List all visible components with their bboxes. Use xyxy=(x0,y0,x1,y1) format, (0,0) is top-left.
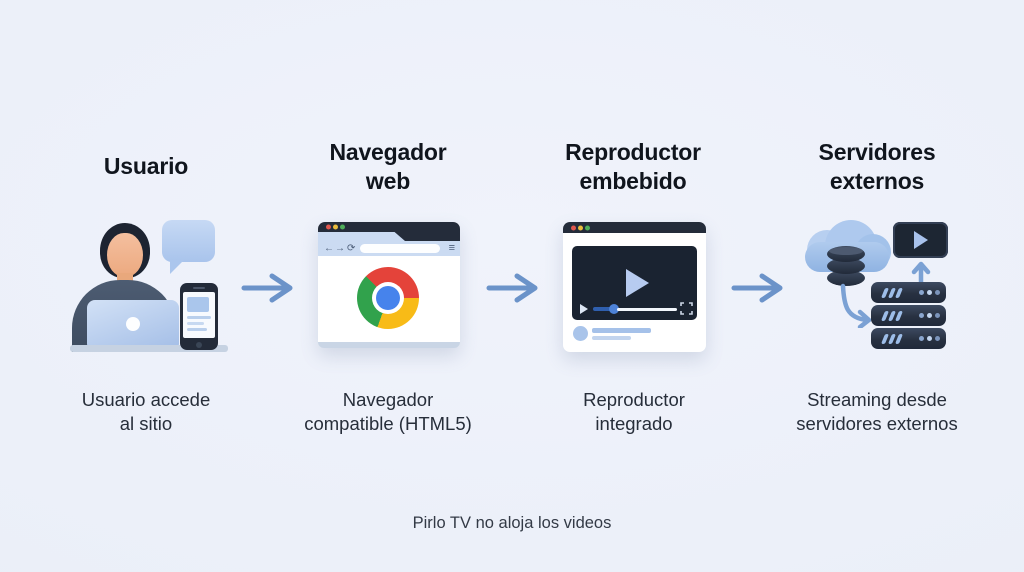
server-led xyxy=(919,290,924,295)
browser-window: ← → ⟳ ≡ xyxy=(318,222,460,348)
database-icon xyxy=(827,246,865,288)
caption-usuario: Usuario accede al sitio xyxy=(23,388,269,436)
server-led xyxy=(935,313,940,318)
caption-reproductor: Reproductor integrado xyxy=(511,388,757,436)
reload-icon: ⟳ xyxy=(347,243,356,254)
flow-arrow-icon xyxy=(486,273,538,303)
server-led xyxy=(919,313,924,318)
title-line: Usuario xyxy=(103,153,189,179)
video-player-window xyxy=(563,222,706,352)
desk-surface xyxy=(70,345,228,352)
progress-bar-knob xyxy=(609,304,619,314)
menu-icon: ≡ xyxy=(448,242,455,254)
server-led xyxy=(935,336,940,341)
chat-bubble-icon xyxy=(162,220,215,262)
database-disc xyxy=(827,258,865,274)
user-neck xyxy=(117,273,133,283)
title-line: web xyxy=(365,168,411,194)
forward-icon: → xyxy=(335,243,345,254)
laptop-icon xyxy=(87,300,179,347)
phone-home-button xyxy=(196,342,202,348)
play-icon xyxy=(626,269,649,297)
server-unit-icon xyxy=(871,282,946,303)
phone-speaker xyxy=(193,287,205,289)
caption-line: Reproductor xyxy=(583,389,685,410)
smartphone-icon xyxy=(180,283,218,350)
caption-line: compatible (HTML5) xyxy=(304,413,472,434)
phone-text-line xyxy=(187,316,211,319)
video-tile-icon xyxy=(893,222,948,258)
phone-text-line xyxy=(187,322,204,325)
browser-tab-strip xyxy=(318,232,460,241)
browser-status-strip xyxy=(318,342,460,348)
arrow-up-icon xyxy=(911,261,931,284)
play-control-icon xyxy=(580,304,588,314)
column-title-navegador-web: Navegador web xyxy=(273,138,503,196)
server-vent-slash xyxy=(894,333,904,344)
traffic-light-green-icon xyxy=(340,224,345,230)
server-led xyxy=(927,290,932,295)
traffic-light-green-icon xyxy=(585,225,590,230)
chat-bubble-tail xyxy=(170,260,184,274)
fullscreen-icon xyxy=(680,302,693,315)
browser-nav-bar: ← → ⟳ ≡ xyxy=(318,241,460,256)
server-vent-slash xyxy=(894,287,904,298)
traffic-light-red-icon xyxy=(326,224,331,230)
browser-title-bar xyxy=(318,222,460,232)
title-line: Servidores xyxy=(818,139,936,165)
video-subtitle-placeholder-line xyxy=(592,336,631,340)
progress-bar-track xyxy=(617,307,677,311)
traffic-light-yellow-icon xyxy=(578,225,583,230)
caption-servidores: Streaming desde servidores externos xyxy=(754,388,1000,436)
user-at-laptop-illustration xyxy=(70,218,230,354)
browser-content-area xyxy=(318,256,460,342)
traffic-light-red-icon xyxy=(571,225,576,230)
traffic-light-yellow-icon xyxy=(333,224,338,230)
caption-line: Usuario accede xyxy=(81,389,211,410)
address-bar xyxy=(360,244,440,253)
database-top-cap xyxy=(829,247,863,255)
server-unit-icon xyxy=(871,305,946,326)
title-line: Navegador xyxy=(329,139,447,165)
chrome-logo-icon xyxy=(357,267,419,329)
caption-navegador: Navegador compatible (HTML5) xyxy=(265,388,511,436)
phone-text-line xyxy=(187,328,207,331)
footer-disclaimer: Pirlo TV no aloja los videos xyxy=(412,514,612,532)
caption-line: integrado xyxy=(595,413,673,434)
play-icon xyxy=(914,231,928,249)
server-unit-icon xyxy=(871,328,946,349)
title-line: externos xyxy=(829,168,925,194)
server-led xyxy=(919,336,924,341)
phone-content-thumbnail xyxy=(187,297,209,312)
back-icon: ← xyxy=(324,243,334,254)
caption-line: al sitio xyxy=(119,413,173,434)
column-title-reproductor-embebido: Reproductor embebido xyxy=(518,138,748,196)
server-vent-slash xyxy=(894,310,904,321)
caption-line: Streaming desde xyxy=(807,389,947,410)
title-line: Reproductor xyxy=(565,139,701,165)
server-led xyxy=(935,290,940,295)
server-led xyxy=(927,313,932,318)
chrome-logo-center xyxy=(376,286,400,310)
flow-arrow-icon xyxy=(731,273,783,303)
column-title-usuario: Usuario xyxy=(31,152,261,181)
laptop-logo-dot xyxy=(126,317,140,331)
external-servers-illustration xyxy=(795,218,955,354)
server-led xyxy=(927,336,932,341)
user-face xyxy=(107,233,143,277)
flow-arrow-icon xyxy=(241,273,293,303)
caption-line: Navegador xyxy=(342,389,434,410)
database-disc xyxy=(827,270,865,286)
browser-active-tab xyxy=(318,232,405,241)
channel-avatar xyxy=(573,326,588,341)
video-viewport xyxy=(572,246,697,320)
caption-line: servidores externos xyxy=(796,413,958,434)
curved-arrow-icon xyxy=(840,283,872,328)
phone-screen xyxy=(183,292,215,338)
title-line: embebido xyxy=(579,168,687,194)
column-title-servidores-externos: Servidores externos xyxy=(762,138,992,196)
progress-bar-filled xyxy=(593,307,614,311)
video-title-placeholder-line xyxy=(592,328,651,333)
player-title-bar xyxy=(563,222,706,233)
